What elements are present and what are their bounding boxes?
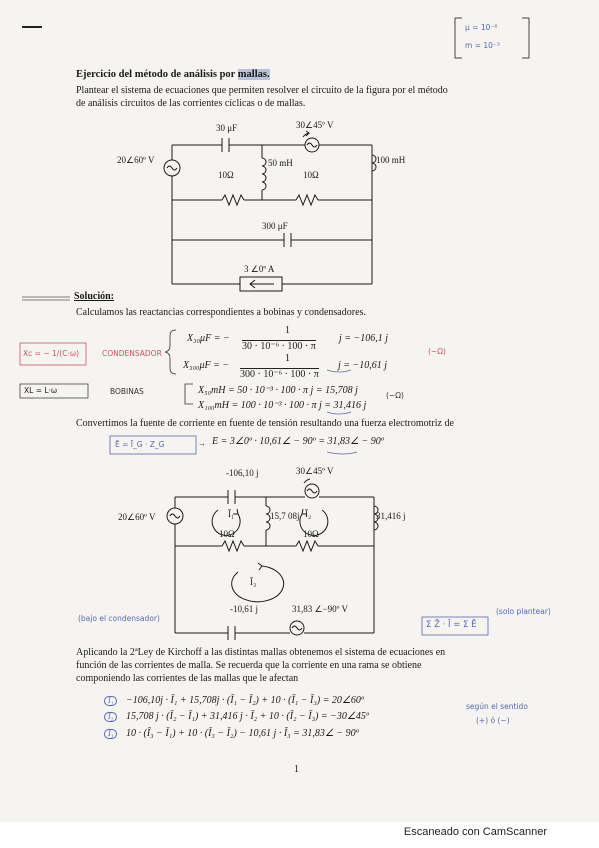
kvl-note: Σ Z̄ · Ī = Σ Ē (426, 620, 477, 630)
mesh-tag-2: Ī₂ (104, 712, 118, 722)
l2-value: 31,416 j (376, 511, 406, 521)
mesh-current-3: Ī₃ (250, 577, 256, 587)
l1-value: 15,7 08j (270, 511, 300, 521)
bajo-condensador-note: (bajo el condensador) (78, 614, 160, 623)
r2-value: 10Ω (303, 529, 319, 539)
implies-arrow: → (198, 439, 206, 448)
conversion-text: Convertimos la fuente de corriente en fu… (76, 418, 454, 429)
vs2-label: 30∠45º V (296, 120, 334, 130)
x300-result: j = −10,61 j (338, 360, 388, 371)
vs1-label: 20∠60º V (117, 155, 155, 165)
vs3-value: 31,83 ∠−90º V (292, 604, 349, 614)
page-number: 1 (294, 764, 299, 775)
mesh-equation-3: 10 · (Ī₃ − Ī₁) + 10 · (Ī₃ − Ī₂) − 10,61 … (126, 728, 359, 739)
solution-heading: Solución: (74, 291, 115, 302)
exercise-title: Ejercicio del método de análisis por mal… (76, 69, 270, 80)
xl-formula-note: XL = L·ω (24, 386, 58, 395)
l1-label: 50 mH (268, 158, 293, 168)
c1-label: 30 μF (216, 123, 237, 133)
vs1-value: 20∠60º V (118, 512, 156, 522)
x300-lhs: X₃₀₀μF = − (183, 360, 230, 371)
footer-bar (0, 822, 599, 848)
condensador-note: CONDENSADOR (102, 349, 162, 358)
signs-note: (+) ó (−) (476, 716, 510, 725)
solution-text: Calculamos las reactancias correspondien… (76, 307, 366, 318)
mesh-equation-1: −106,10j · Ī₁ + 15,708j · (Ī₁ − Ī₂) + 10… (126, 695, 364, 706)
kirchhoff-line-3: componiendo las corrientes de las mallas… (76, 673, 299, 684)
unit-note-milli: m = 10⁻³ (465, 41, 500, 50)
kirchhoff-line-1: Aplicando la 2ªLey de Kirchoff a las dis… (76, 647, 446, 658)
x30-num: 1 (285, 325, 290, 336)
scanned-page (0, 0, 599, 822)
vs2-value: 30∠45º V (296, 466, 334, 476)
ohm-note-2: (−Ω) (386, 391, 404, 400)
bobinas-note: BOBINAS (110, 387, 144, 396)
mesh-current-1: Ī₁ (228, 509, 234, 519)
solo-plantear-note: (solo plantear) (496, 607, 551, 616)
x50-equation: X₅₀mH = 50 · 10⁻³ · 100 · π j = 15,708 j (198, 385, 358, 396)
xc-formula-note: Xc = − 1/(C·ω) (23, 349, 80, 358)
x30-den: 30 · 10⁻⁶ · 100 · π (242, 340, 316, 352)
e-formula-note: Ē = Ī_G · Z_G (115, 440, 165, 449)
mesh-current-2: Ī₂ (305, 509, 311, 519)
x30-result: j = −106,1 j (339, 333, 389, 344)
c2-value: -10,61 j (230, 604, 258, 614)
r2-label: 10Ω (303, 170, 319, 180)
x30-lhs: X₃₀μF = − (187, 333, 230, 344)
unit-note-micro: μ = 10⁻⁶ (465, 23, 498, 32)
intro-line-2: de análisis circuitos de las corrientes … (76, 98, 306, 109)
mesh-tag-3: Ī₃ (104, 729, 118, 739)
x300-num: 1 (285, 353, 290, 364)
x300-den: 300 · 10⁻⁶ · 100 · π (240, 368, 319, 380)
r1-value: 10Ω (219, 529, 235, 539)
c1-value: -106,10 j (226, 468, 259, 478)
mesh-tag-1: Ī₁ (104, 696, 118, 706)
mesh-equation-2: 15,708 j · (Ī₂ − Ī₁) + 31,416 j · Ī₂ + 1… (126, 711, 369, 722)
intro-line-1: Plantear el sistema de ecuaciones que pe… (76, 85, 448, 96)
ohm-note-1: (−Ω) (428, 347, 446, 356)
is-label: 3 ∠0º A (244, 264, 275, 274)
kirchhoff-line-2: función de las corrientes de malla. Se r… (76, 660, 422, 671)
x100-equation: X₁₀₀mH = 100 · 10⁻³ · 100 · π j = 31,416… (198, 400, 367, 411)
l2-label: 100 mH (376, 155, 406, 165)
c2-label: 300 μF (262, 221, 288, 231)
r1-label: 10Ω (218, 170, 234, 180)
camscanner-watermark: Escaneado con CamScanner (403, 826, 547, 838)
e-equation: E = 3∠0º · 10,61∠ − 90º = 31,83∠ − 90º (212, 436, 384, 447)
segun-sentido-note: según el sentido (466, 702, 528, 711)
